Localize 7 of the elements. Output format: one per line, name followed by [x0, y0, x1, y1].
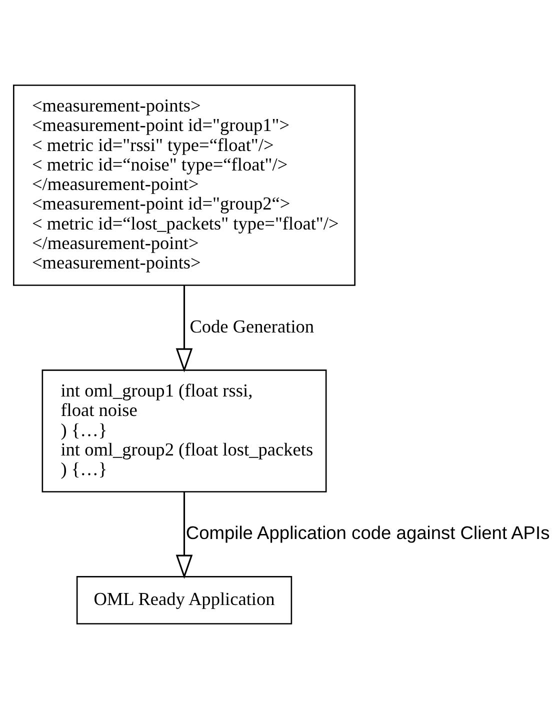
- node-box: int oml_group1 (float rssi, float noise ) {…} int oml_group2 (float lost_packets ) {…}: [42, 370, 327, 492]
- edge-label: Code Generation: [190, 316, 314, 337]
- arrow: [176, 492, 193, 579]
- node-box: <measurement-points> <measurement-point id="group1"> < metric id="rssi" type=“float"/> < metric id=“noise" type=“float"/> </measurement-point> <measurement-point id="group2“> < metric id=“lost_packets" type="float"/> </measurement-point> <measurement-points>: [13, 84, 356, 286]
- edge-label: Compile Application code against Client APIs: [186, 522, 550, 544]
- node-box: OML Ready Application: [76, 576, 292, 624]
- arrow: [176, 285, 193, 372]
